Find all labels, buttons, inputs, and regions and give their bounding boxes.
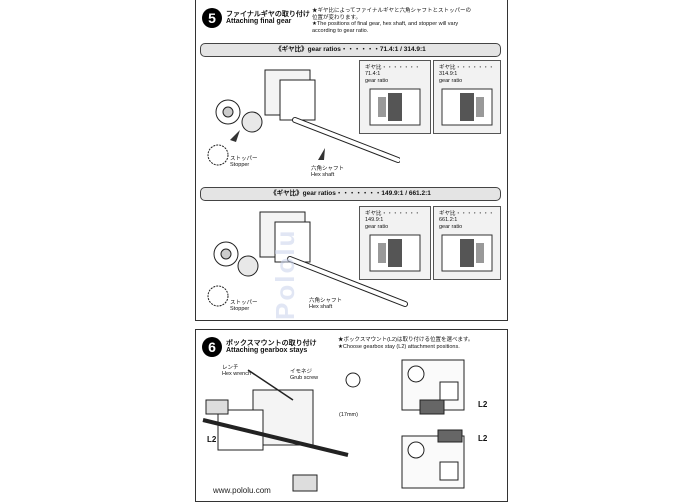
final-gear-diagram-1 xyxy=(207,69,400,166)
step5-title-jp: ファイナルギヤの取り付け xyxy=(226,11,310,18)
l2-label-bottom: L2 xyxy=(478,434,488,443)
step6-title-en: Attaching gearbox stays xyxy=(226,347,308,354)
step6-number: 6 xyxy=(202,337,222,357)
step6-title-jp: ボックスマウントの取り付け xyxy=(226,340,317,347)
step5-title-en: Attaching final gear xyxy=(226,18,292,25)
gearbox-icon xyxy=(369,234,421,272)
step5-note: ★ギヤ比によってファイナルギヤと六角シャフトとストッパーの 位置が変わります。 … xyxy=(312,8,471,34)
final-gear-diagram-2 xyxy=(207,211,408,307)
gearbox-icon xyxy=(441,234,493,272)
step5-number: 5 xyxy=(202,8,222,28)
gearbox-icon xyxy=(441,88,493,126)
step6-note: ★ボックスマウント(L2)は取り付ける位置を選べます。 ★Choose gear… xyxy=(338,337,474,350)
gear-ratio-bar-2: 《ギヤ比》gear ratios・・・・・・・149.9:1 / 661.2:1 xyxy=(200,187,501,201)
l2-label-top: L2 xyxy=(478,400,488,409)
footer-url: www.pololu.com xyxy=(213,486,271,495)
l2-label-left: L2 xyxy=(207,435,217,444)
gear-ratio-bar-1: 《ギヤ比》gear ratios・・・・・・71.4:1 / 314.9:1 xyxy=(200,43,501,57)
gearbox-stay-diagram xyxy=(202,369,361,492)
watermark: Pololu xyxy=(270,228,300,320)
dimension-label: (17mm) xyxy=(339,412,358,418)
gearbox-icon xyxy=(369,88,421,126)
stay-option-diagram xyxy=(401,359,465,489)
